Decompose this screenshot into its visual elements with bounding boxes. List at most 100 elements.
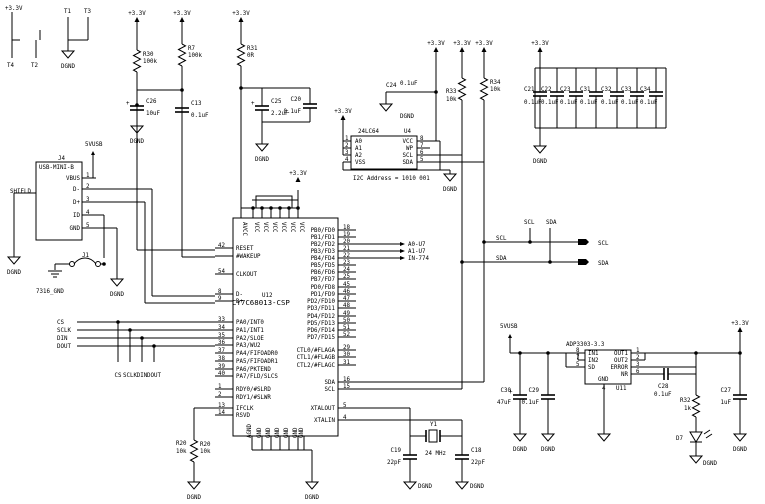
resistor-value: 10k: [200, 449, 211, 455]
net-arrow-icon: [578, 259, 589, 265]
net-scl: SCL: [496, 236, 507, 242]
net-sda-tp: SDA: [546, 220, 557, 226]
u4-pin-label: VSS: [355, 160, 366, 166]
u11-pin-num: 6: [636, 369, 640, 375]
net-arrow-icon: [400, 256, 405, 260]
j4-pin-num: 1: [86, 173, 90, 179]
u12-pin-label: CTL1/#FLAGB: [297, 355, 336, 361]
capacitor-value: 22pF: [471, 460, 485, 466]
u12-pin-label: PA2/SLOE: [236, 336, 264, 342]
power-arrow-icon: [179, 17, 185, 22]
usb-connector-j4: [35, 161, 83, 241]
capacitor-ref: C29: [529, 388, 540, 394]
capacitor-ref: C19: [391, 448, 402, 454]
j4-pin-label: VBUS: [66, 176, 80, 182]
u12-pin-num: 39: [218, 364, 225, 370]
u4-name: 24LC64: [358, 129, 379, 135]
u12-pin-label: PA6/PKTEND: [236, 367, 271, 373]
u4-pin-num: 7: [420, 143, 424, 149]
bank-cap-value: 0.1uF: [541, 100, 559, 106]
ground-icon: [304, 481, 320, 490]
power-label: +3.3V: [232, 11, 250, 17]
u12-pin-num: 16: [343, 377, 350, 383]
junction-dot: [460, 260, 464, 264]
u12-pin-num: 20: [343, 239, 350, 245]
decoupling-group: [255, 195, 293, 209]
junction-dot: [548, 260, 552, 264]
power-label: +3.3V: [128, 11, 146, 17]
ground-label: DGND: [130, 139, 144, 145]
resistor-value: 10k: [176, 449, 187, 455]
u12-vcc-label: VCC: [280, 222, 286, 233]
ground-label: DGND: [187, 495, 201, 501]
power-arrow-icon: [433, 47, 439, 52]
u12-pin-label: CTL0/#FLAGA: [297, 348, 336, 354]
ground-label: DGND: [255, 157, 269, 163]
u12-pin-label: PA0/INT0: [236, 320, 264, 326]
resistor-value: 0R: [247, 53, 254, 59]
bus-label-c: IN-774: [408, 256, 429, 262]
resistor-icon: [457, 77, 467, 101]
net-sda-out: SDA: [598, 261, 609, 267]
polarity-mark: +: [251, 101, 255, 107]
u4-pin-label: VCC: [403, 139, 414, 145]
ground-label: DGND: [418, 484, 432, 490]
u12-pin-label: CLKOUT: [236, 272, 257, 278]
u12-pin-num: 34: [218, 325, 225, 331]
ground-icon: [402, 481, 418, 490]
capacitor-ref: C26: [146, 99, 157, 105]
junction-dot: [434, 90, 438, 94]
led-d7-icon: [689, 431, 703, 443]
u12-gnd-label: GND: [293, 427, 299, 438]
bank-cap-ref: C32: [601, 87, 611, 93]
ground-label: DGND: [443, 187, 457, 193]
power-label: +3.3V: [475, 41, 493, 47]
u12-pin-num: 9: [218, 296, 222, 302]
ground-label: DGND: [110, 292, 124, 298]
u12-pin-num: 23: [343, 260, 350, 266]
ground-icon: [442, 173, 458, 182]
ground-label: DGND: [703, 461, 717, 467]
resistor-ref: R30: [143, 52, 154, 58]
resistor-ref: R32: [680, 398, 690, 404]
u12-pin-num: 14: [218, 410, 225, 416]
bank-cap-value: 0.1uF: [524, 100, 542, 106]
u12-pin-label: XTALOUT: [311, 406, 336, 412]
u12-pin-num: 37: [218, 348, 225, 354]
ground-icon: [60, 50, 76, 59]
power-arrow-icon: [238, 17, 244, 22]
u12-pin-num: 49: [343, 311, 350, 317]
ground-label: DGND: [733, 447, 747, 453]
u12-pin-num: 19: [343, 232, 350, 238]
net-sda: SDA: [496, 256, 507, 262]
u12-pin-num: 33: [218, 317, 225, 323]
polarity-mark: +: [126, 101, 130, 107]
power-arrow-icon: [91, 151, 95, 155]
u11-pin-num: 2: [636, 355, 640, 361]
resistor-value: 100k: [143, 59, 157, 65]
ground-icon: [596, 433, 612, 442]
bank-cap-ref: C22: [541, 87, 551, 93]
ground-icon: [186, 481, 202, 490]
u4-pin-label: A0: [355, 139, 362, 145]
u12-pin-label: PD3/FD11: [307, 306, 335, 312]
u12-gnd-label: GND: [284, 427, 290, 438]
ground-label: DGND: [533, 159, 547, 165]
u12-pin-label: PB3/FD3: [311, 249, 336, 255]
bank-cap-ref: C33: [621, 87, 632, 93]
u11-ref: U11: [616, 386, 627, 392]
power-arrow-icon: [340, 115, 346, 120]
regulator-u11: [584, 349, 632, 385]
u12-pin-num: 40: [218, 371, 225, 377]
u12-pin-num: 36: [218, 340, 225, 346]
power-label: +3.3V: [531, 41, 549, 47]
u12-pin-num: 4: [343, 415, 347, 421]
resistor-value: 100k: [188, 53, 202, 59]
resistor-ref: R34: [490, 80, 501, 86]
u12-pin-label: D+: [236, 299, 243, 305]
net-arrow-icon: [578, 239, 589, 245]
j4-pin-num: 2: [86, 184, 90, 190]
u12-pin-num: 47: [343, 296, 350, 302]
u4-pin-num: 4: [345, 157, 349, 163]
